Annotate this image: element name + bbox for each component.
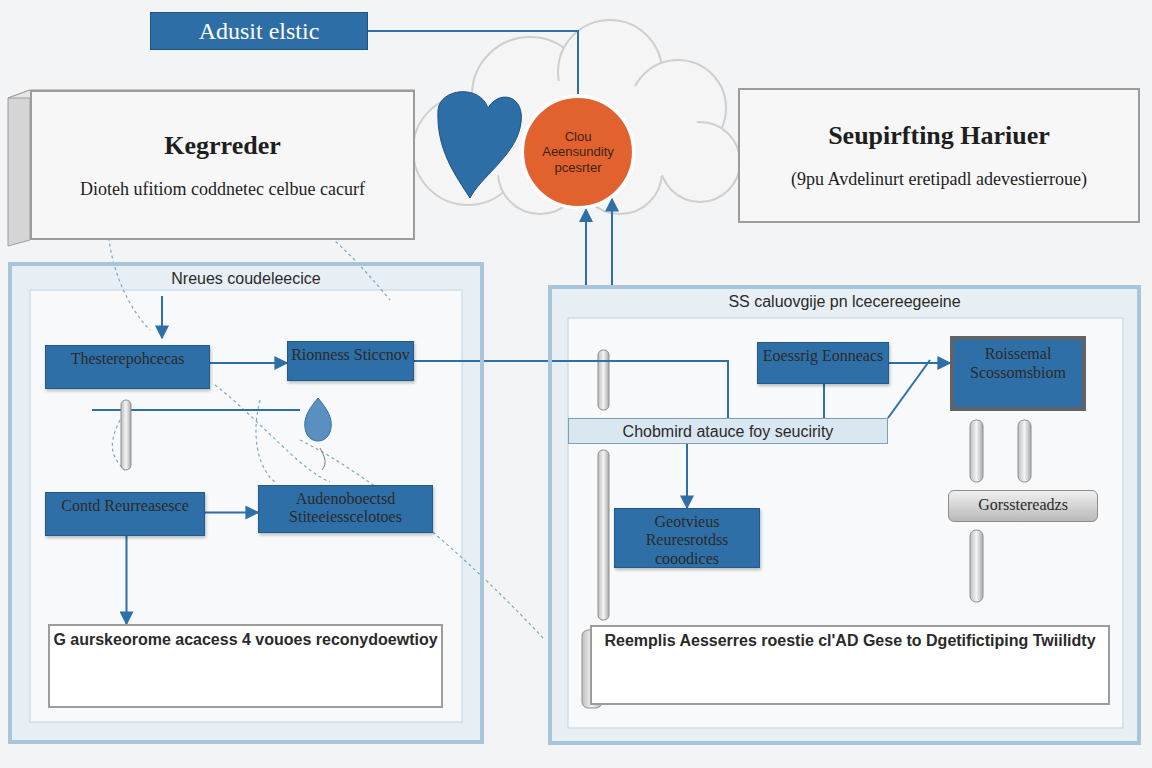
- process-box: Geotvieus Reuresrotdss cooodices: [614, 508, 760, 568]
- panel-inner: [30, 290, 462, 722]
- panel-ground: [548, 285, 1141, 745]
- drop-icon: [305, 398, 332, 441]
- node-text: Thesterepohcecas: [46, 350, 209, 368]
- process-box: Eoessrig Eonneacs: [757, 342, 889, 384]
- connector: [585, 209, 587, 285]
- box-side: [8, 90, 30, 246]
- cloud: [413, 20, 740, 214]
- connector: [414, 361, 728, 418]
- tube: [970, 420, 983, 482]
- drop-squiggle: [320, 448, 325, 470]
- node-text: Reemplis Aesserres roestie cl'AD Gese to…: [592, 631, 1108, 650]
- tube: [1018, 420, 1031, 482]
- node-text: Adusit elstic: [199, 18, 320, 44]
- wire: [823, 384, 825, 418]
- note-box: Reemplis Aesserres roestie cl'AD Gese to…: [590, 625, 1110, 705]
- connector: [205, 512, 258, 514]
- cylinder-box: Gorsstereadzs: [948, 490, 1098, 522]
- label-box: Adusit elstic: [150, 12, 368, 50]
- node-body: Dioteh ufitiom coddnetec celbue cacurf: [80, 179, 365, 200]
- heading-box: KegrrederDioteh ufitiom coddnetec celbue…: [30, 90, 415, 240]
- node-text: Geotvieus Reuresrotdss cooodices: [615, 513, 759, 568]
- connector: [611, 199, 613, 285]
- node-text: Clou Aeensundity pcesrter: [534, 129, 622, 176]
- connector: [686, 444, 688, 508]
- node-text: Contd Reurreasesce: [46, 497, 204, 515]
- panel-ground: [8, 262, 484, 744]
- panel: SS caluovgije pn lcecereegeeineEoessrig …: [548, 285, 1141, 745]
- process-box: Contd Reurreasesce: [45, 492, 205, 536]
- cloud-heart: [438, 92, 522, 198]
- node-body: (9pu Avdelinurt eretipadl adevestierroue…: [791, 169, 1087, 190]
- process-box: Thesterepohcecas: [45, 345, 210, 389]
- connector: [126, 536, 128, 624]
- wire: [888, 360, 930, 418]
- dashed-curve: [256, 400, 275, 482]
- band: Chobmird atauce foy seucirity: [568, 418, 888, 444]
- tube: [121, 400, 131, 470]
- node-text: Rionness Sticcnov: [288, 346, 413, 364]
- node-text: Roissemal Scossomsbiom: [954, 344, 1082, 382]
- connector: [368, 31, 578, 94]
- heading-arrow: [161, 296, 163, 338]
- connector: [889, 362, 950, 364]
- process-box: Rionness Sticcnov: [287, 341, 414, 381]
- heading-box: Seupirfting Hariuer (9pu Avdelinurt ereti…: [738, 88, 1140, 223]
- monitor-box: Roissemal Scossomsbiom: [950, 336, 1086, 411]
- process-box: Audenoboectsd Stiteeiesscelotoes: [258, 485, 433, 533]
- dashed-curve: [300, 440, 545, 640]
- tube: [598, 450, 609, 620]
- connector: [210, 362, 287, 364]
- node-text: Nreues coudeleecice: [12, 270, 480, 288]
- node-text: Audenoboectsd Stiteeiesscelotoes: [259, 490, 432, 527]
- node-text: Seupirfting Hariuer: [828, 121, 1050, 151]
- tube: [970, 530, 983, 602]
- node-text: G aurskeorome acacess 4 vouoes reconydoe…: [50, 630, 441, 649]
- circle-fill: [522, 96, 633, 207]
- node-text: Eoessrig Eonneacs: [758, 347, 888, 365]
- node-text: SS caluovgije pn lcecereegeeine: [552, 293, 1137, 311]
- node-text: Kegrreder: [164, 131, 280, 161]
- node-text: Gorsstereadzs: [949, 495, 1097, 514]
- cloud-circle: Clou Aeensundity pcesrter: [520, 94, 636, 210]
- panel: Nreues coudeleeciceThesterepohcecas Rionn…: [8, 262, 484, 744]
- node-text: Chobmird atauce foy seucirity: [569, 423, 887, 441]
- note-box: G aurskeorome acacess 4 vouoes reconydoe…: [48, 624, 443, 708]
- panel-inner: [568, 318, 1123, 728]
- tube: [598, 350, 609, 410]
